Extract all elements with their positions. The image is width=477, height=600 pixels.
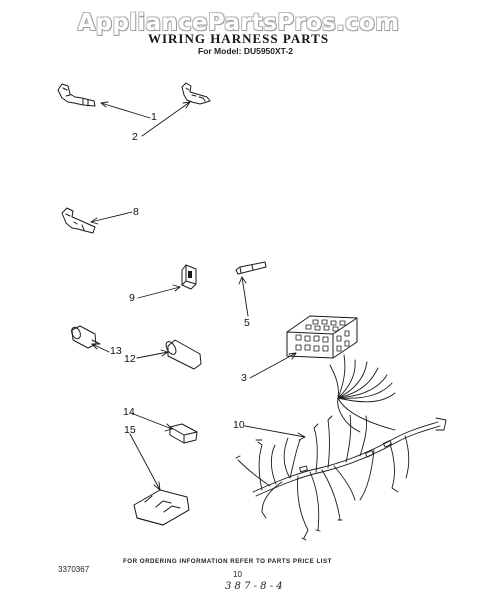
leader-8 bbox=[90, 211, 133, 223]
callout-1: 1 bbox=[151, 111, 157, 123]
part-14-insulator bbox=[169, 423, 198, 444]
leader-12 bbox=[136, 351, 169, 359]
leader-15 bbox=[129, 433, 161, 491]
leader-2 bbox=[141, 101, 191, 137]
leader-10 bbox=[244, 425, 306, 438]
callout-5: 5 bbox=[244, 317, 250, 329]
leader-9 bbox=[137, 286, 181, 299]
model-prefix: For Model: bbox=[198, 46, 242, 56]
model-number: DU5950XT-2 bbox=[243, 46, 293, 56]
part-3-terminal-block bbox=[286, 315, 358, 359]
part-15-bracket bbox=[133, 489, 190, 526]
callout-3: 3 bbox=[241, 372, 247, 384]
model-line: For Model: DU5950XT-2 bbox=[198, 46, 293, 56]
part-2-terminal bbox=[181, 82, 211, 105]
part-1-terminal bbox=[57, 83, 96, 107]
leader-1 bbox=[100, 102, 151, 119]
page-title: WIRING HARNESS PARTS bbox=[147, 31, 330, 46]
part-12-tube bbox=[165, 339, 202, 370]
page-number: 10 bbox=[233, 570, 242, 579]
callout-13: 13 bbox=[110, 345, 122, 357]
leader-13 bbox=[91, 343, 110, 353]
watermark: AppliancePartsPros.com bbox=[77, 10, 400, 36]
handwritten-date: 3 8 7 - 8 - 4 bbox=[225, 581, 283, 592]
part-13-sleeve bbox=[71, 325, 101, 349]
part-5-pin bbox=[235, 261, 267, 275]
part-10-wiring-harness bbox=[235, 354, 447, 541]
part-9-connector bbox=[181, 264, 197, 290]
leader-14 bbox=[130, 412, 173, 430]
callout-15: 15 bbox=[124, 424, 136, 436]
leader-lines bbox=[90, 101, 306, 491]
callout-12: 12 bbox=[124, 353, 136, 365]
callout-10: 10 bbox=[233, 419, 245, 431]
part-8-terminal bbox=[61, 207, 96, 234]
callout-8: 8 bbox=[133, 206, 139, 218]
callout-9: 9 bbox=[129, 292, 135, 304]
document-code: 3370367 bbox=[58, 565, 90, 574]
leader-3 bbox=[249, 352, 297, 379]
callout-14: 14 bbox=[123, 406, 135, 418]
callout-2: 2 bbox=[132, 131, 138, 143]
ordering-note: FOR ORDERING INFORMATION REFER TO PARTS … bbox=[123, 558, 332, 565]
leader-5 bbox=[241, 276, 249, 317]
